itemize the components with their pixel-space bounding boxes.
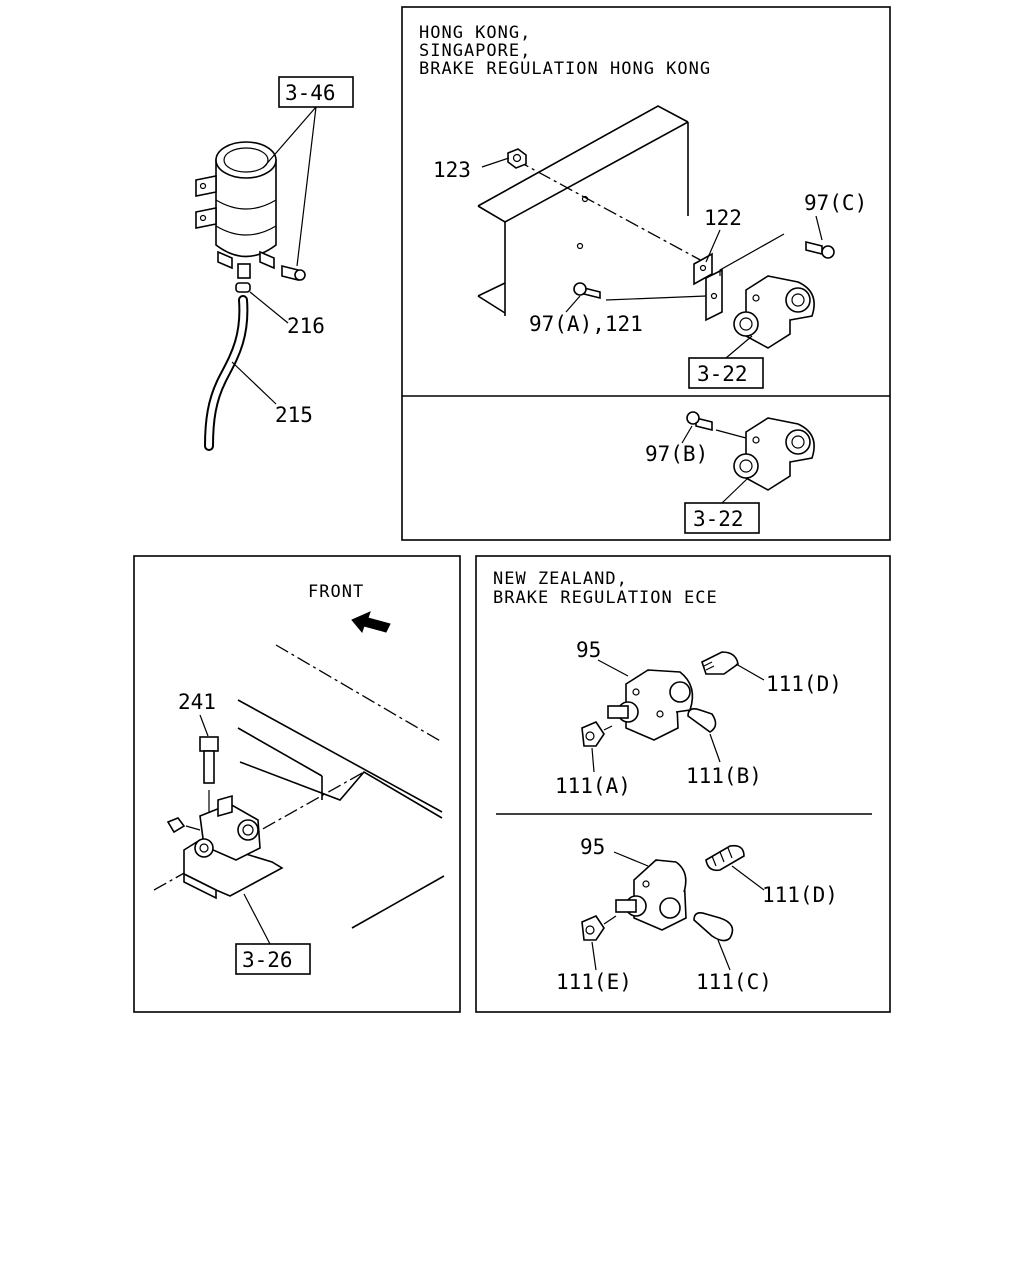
callout-fitting-111c: 111(C) [696,939,772,994]
svg-text:SINGAPORE,: SINGAPORE, [419,41,531,61]
svg-text:111(A): 111(A) [555,774,631,798]
svg-text:111(B): 111(B) [686,764,762,788]
svg-text:123: 123 [433,158,471,182]
fitting-111b [687,708,717,733]
callout-valve-ref-b: 3-22 [684,477,760,534]
bracket-122 [693,252,723,322]
callout-valve-ref-a: 3-22 [688,335,764,389]
svg-text:BRAKE REGULATION HONG KONG: BRAKE REGULATION HONG KONG [419,59,711,79]
caption-hong-kong: HONG KONG, SINGAPORE, BRAKE REGULATION H… [419,23,711,79]
air-tank-assembly [195,141,306,451]
svg-text:3-26: 3-26 [242,948,293,972]
svg-text:FRONT: FRONT [308,582,364,602]
svg-text:241: 241 [178,690,216,714]
svg-text:HONG KONG,: HONG KONG, [419,23,531,43]
svg-text:111(D): 111(D) [766,672,842,696]
bolt-241 [199,736,219,830]
brake-valve-top [733,275,815,349]
frame-rail [477,105,705,316]
panel-new-zealand [475,555,891,1013]
callout-valve-ref-c: 3-26 [235,893,311,975]
callout-hose: 215 [231,361,313,427]
panel-hong-kong [401,6,891,541]
fitting-111a [581,721,613,747]
bolt-97a [573,282,707,301]
callout-bolt-241: 241 [178,690,216,737]
callout-tank-assy: 3-46 [262,76,354,267]
brake-valve-mounted [166,794,284,900]
svg-text:97(C): 97(C) [804,191,867,215]
callout-bolt-97c: 97(C) [804,191,867,241]
callout-valve-95-lower: 95 [580,835,649,867]
fitting-111d-lower [705,844,745,872]
svg-text:111(D): 111(D) [762,883,838,907]
fitting-111d-upper [701,651,739,675]
front-arrow-icon [351,611,391,634]
callout-bracket-122: 122 [704,206,742,263]
svg-text:122: 122 [704,206,742,230]
brake-valve-95-lower [615,859,687,931]
fitting-111e [581,915,617,941]
callout-fitting-111e: 111(E) [556,941,632,994]
svg-text:215: 215 [275,403,313,427]
svg-text:97(A),121: 97(A),121 [529,312,643,336]
svg-text:97(B): 97(B) [645,442,708,466]
bolt-97c [719,233,835,276]
svg-text:111(C): 111(C) [696,970,772,994]
front-direction: FRONT [308,582,391,634]
callout-fitting-111d-upper: 111(D) [735,663,842,696]
svg-text:NEW ZEALAND,: NEW ZEALAND, [493,569,628,589]
callout-fitting-111b: 111(B) [686,733,762,788]
callout-clip: 216 [249,291,325,338]
brake-valve-95-upper [607,669,694,741]
svg-text:216: 216 [287,314,325,338]
callout-bolt-97b: 97(B) [645,425,708,466]
svg-text:95: 95 [576,638,601,662]
panel-mounting [133,555,461,1013]
callout-nut-123: 123 [433,157,510,182]
svg-text:3-22: 3-22 [693,507,744,531]
bolt-97b [686,411,747,439]
svg-text:111(E): 111(E) [556,970,632,994]
callout-valve-95-upper: 95 [576,638,629,677]
svg-text:3-46: 3-46 [285,81,336,105]
callout-fitting-111a: 111(A) [555,747,631,798]
svg-text:3-22: 3-22 [697,362,748,386]
nut-123 [507,148,527,169]
svg-text:95: 95 [580,835,605,859]
caption-new-zealand: NEW ZEALAND, BRAKE REGULATION ECE [493,569,718,608]
svg-text:BRAKE REGULATION ECE: BRAKE REGULATION ECE [493,588,718,608]
brake-valve-lower [733,417,815,491]
fitting-111c [693,912,734,942]
callout-fitting-111d-lower: 111(D) [731,865,838,907]
callout-bolt-97a-121: 97(A),121 [529,295,643,336]
